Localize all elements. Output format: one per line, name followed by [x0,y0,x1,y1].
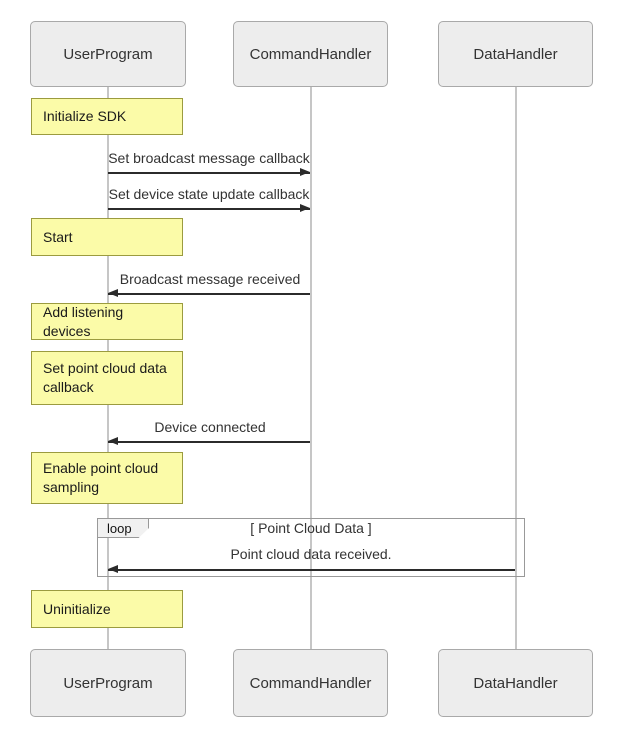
note-label: Enable point cloud sampling [43,460,159,495]
message-label: Set device state update callback [108,186,310,202]
participant-label: CommandHandler [249,45,372,63]
arrowhead-left-icon [108,437,118,445]
participant-top-datahandler: DataHandler [438,21,593,87]
note-uninitialize: Uninitialize [31,590,183,628]
participant-label: DataHandler [473,45,558,63]
note-initialize-sdk: Initialize SDK [31,98,183,135]
note-set-point-cloud-data-callback: Set point cloud data callback [31,351,183,405]
participant-top-userprogram: UserProgram [30,21,186,87]
message-label: Broadcast message received [119,271,301,287]
message-line [108,172,310,174]
note-label: Add listening devices [43,303,124,339]
participant-top-commandhandler: CommandHandler [233,21,388,87]
note-label: Start [43,228,73,245]
note-add-listening-devices: Add listening devices [31,303,183,340]
lifeline-datahandler [515,87,517,649]
participant-label: UserProgram [63,45,153,63]
arrowhead-left-icon [108,289,118,297]
loop-fragment [97,518,525,577]
note-enable-point-cloud-sampling: Enable point cloud sampling [31,452,183,504]
message-label: Set broadcast message callback [108,150,310,166]
loop-condition-label: [ Point Cloud Data ] [250,520,372,536]
message-line [108,441,310,443]
participant-label: DataHandler [473,674,558,692]
arrowhead-right-icon [300,168,310,176]
note-label: Uninitialize [43,600,111,617]
arrowhead-right-icon [300,204,310,212]
arrowhead-left-icon [108,565,118,573]
participant-bottom-commandhandler: CommandHandler [233,649,388,717]
note-label: Initialize SDK [43,108,127,125]
loop-operator-label: loop [107,520,132,536]
message-label: Point cloud data received. [230,546,392,562]
message-line [108,208,310,210]
note-start: Start [31,218,183,256]
participant-label: UserProgram [63,674,153,692]
message-line [108,293,310,295]
participant-bottom-datahandler: DataHandler [438,649,593,717]
message-line [108,569,515,571]
loop-operator-tab: loop [97,518,149,538]
lifeline-commandhandler [310,87,312,649]
participant-bottom-userprogram: UserProgram [30,649,186,717]
participant-label: CommandHandler [249,674,372,692]
message-label: Device connected [154,419,266,435]
note-label: Set point cloud data callback [43,360,167,395]
